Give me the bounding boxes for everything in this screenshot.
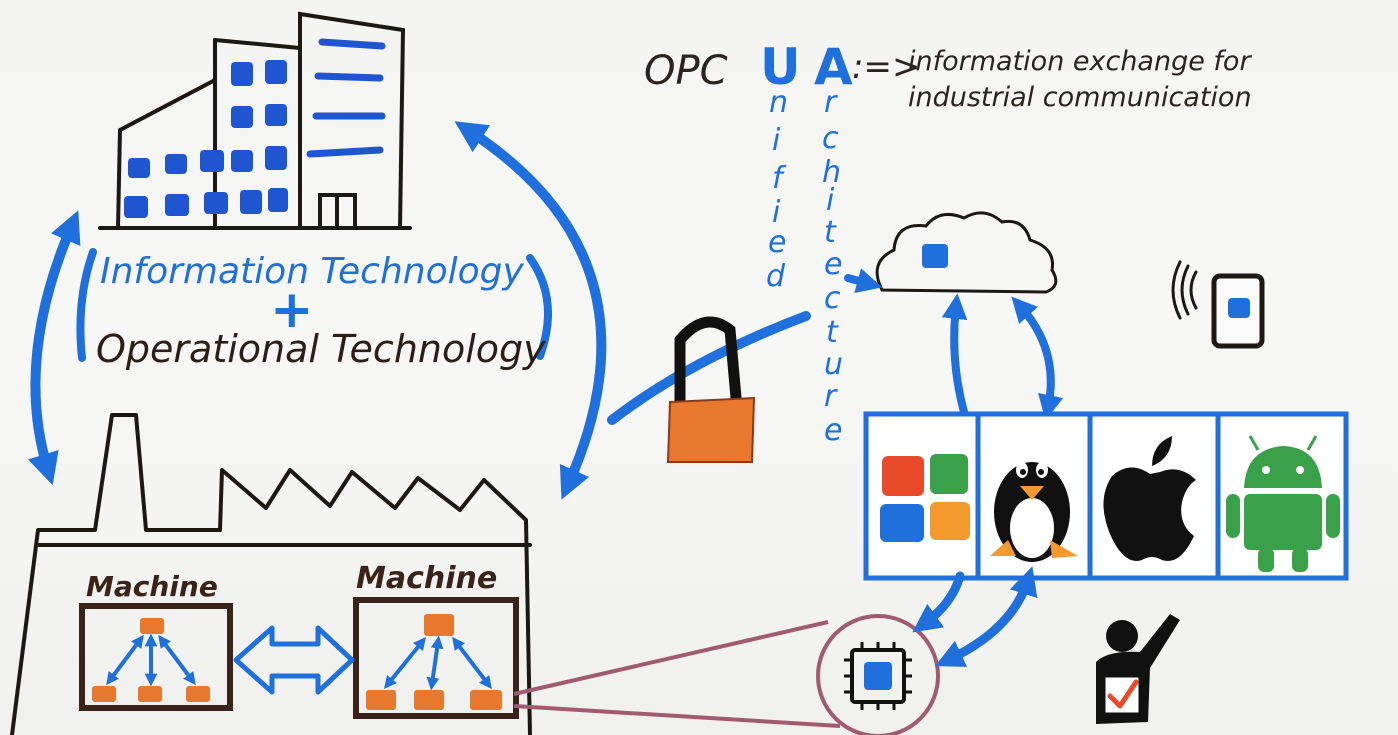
machine-right-label: Machine bbox=[356, 561, 497, 596]
chip-arrows bbox=[912, 566, 1038, 667]
windows-icon bbox=[880, 454, 970, 542]
plus-sign: + bbox=[270, 280, 314, 340]
it-label: Information Technology bbox=[100, 251, 524, 292]
apple-icon bbox=[1103, 436, 1196, 561]
unified-vertical-word: n i f i e d bbox=[766, 85, 788, 294]
opc-label: OPC bbox=[644, 48, 728, 94]
magnifier-lines bbox=[513, 620, 841, 728]
smartphone-icon bbox=[1171, 260, 1265, 349]
architecture-letter: c bbox=[822, 121, 839, 156]
architecture-letter: t bbox=[826, 315, 839, 350]
unified-letter: d bbox=[766, 259, 786, 294]
definition-operator: :=> bbox=[852, 47, 920, 87]
u-letter: U bbox=[760, 38, 801, 96]
architecture-letter: h bbox=[822, 155, 841, 190]
architecture-vertical-word: r c h i t e c t u r e bbox=[822, 85, 843, 448]
office-windows bbox=[124, 60, 288, 218]
machine-left-links bbox=[106, 633, 196, 687]
android-icon bbox=[1226, 435, 1340, 572]
architecture-letter: c bbox=[824, 281, 841, 316]
machine-left-frame bbox=[79, 603, 233, 711]
architecture-letter: r bbox=[824, 85, 838, 120]
architecture-letter: e bbox=[824, 247, 842, 282]
definition-line-2: industrial communication bbox=[908, 82, 1252, 113]
unified-letter: n bbox=[769, 85, 788, 120]
unified-letter: e bbox=[768, 225, 786, 260]
cloud-arrows bbox=[844, 268, 1064, 421]
cloud-icon bbox=[875, 211, 1058, 294]
architecture-letter: r bbox=[824, 379, 838, 414]
cloud-node bbox=[922, 244, 948, 268]
padlock-icon bbox=[666, 316, 756, 463]
architecture-letter: u bbox=[824, 347, 843, 382]
architecture-letter: e bbox=[824, 413, 842, 448]
machine-left-label: Machine bbox=[86, 570, 218, 603]
architecture-letter: t bbox=[824, 215, 837, 250]
machine-left: Machine bbox=[79, 570, 233, 711]
definition-line-1: information exchange for bbox=[908, 46, 1252, 77]
linux-tux-icon bbox=[990, 462, 1078, 562]
machine-left-nodes bbox=[92, 618, 210, 702]
machine-right-links bbox=[383, 635, 492, 691]
unified-letter: i bbox=[772, 195, 781, 230]
unified-letter: f bbox=[772, 161, 787, 196]
machine-right-nodes bbox=[366, 614, 502, 710]
office-floor-stripes bbox=[306, 38, 386, 158]
chip-icon bbox=[816, 614, 940, 735]
it-ot-arrows bbox=[27, 121, 811, 500]
ot-label: Operational Technology bbox=[96, 327, 546, 371]
architecture-letter: i bbox=[826, 183, 835, 218]
person-check-icon bbox=[1096, 614, 1180, 724]
a-letter: A bbox=[814, 38, 853, 96]
unified-letter: i bbox=[772, 123, 781, 158]
machine-right-frame bbox=[353, 597, 519, 719]
machine-exchange-arrow bbox=[233, 625, 355, 695]
machine-right: Machine bbox=[353, 561, 519, 719]
